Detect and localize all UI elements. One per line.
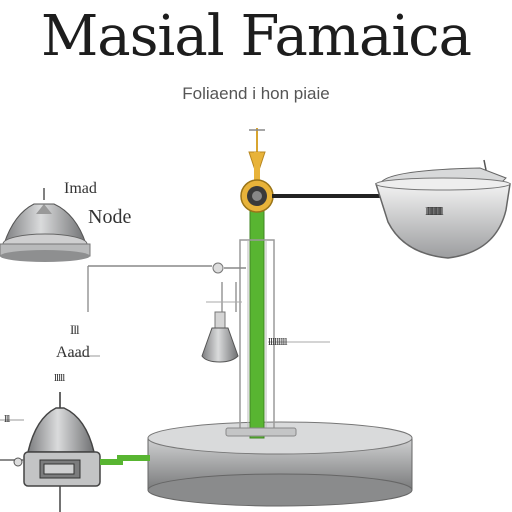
- label-top-left-2: Node: [88, 206, 132, 228]
- flask-icon: [201, 311, 239, 363]
- label-mid-left-1: Ill: [70, 322, 80, 337]
- label-bowl: Illlllllllll: [425, 204, 444, 218]
- green-stand: [225, 205, 297, 439]
- mast-bell-icon: [0, 188, 91, 262]
- label-top-left-1: Imad: [64, 180, 97, 197]
- label-mid-left-3: lllll: [54, 372, 65, 384]
- pointer-needle: [248, 128, 266, 186]
- burner-icon: [0, 392, 101, 512]
- green-pipe: [100, 455, 150, 465]
- label-mid-right: lllllllll: [268, 336, 287, 348]
- leader-ticks: [0, 341, 330, 421]
- label-bottom-left: lll: [4, 414, 10, 425]
- bowl-icon: [374, 159, 511, 259]
- pivot-icon: [240, 179, 274, 213]
- page-title: Masial Famaica: [40, 4, 472, 69]
- label-mid-left-2: Aaad: [56, 344, 90, 361]
- base-platform: [147, 421, 413, 507]
- page-subtitle: Foliaend i hon piaie: [182, 84, 330, 103]
- connector-lines: [87, 262, 246, 312]
